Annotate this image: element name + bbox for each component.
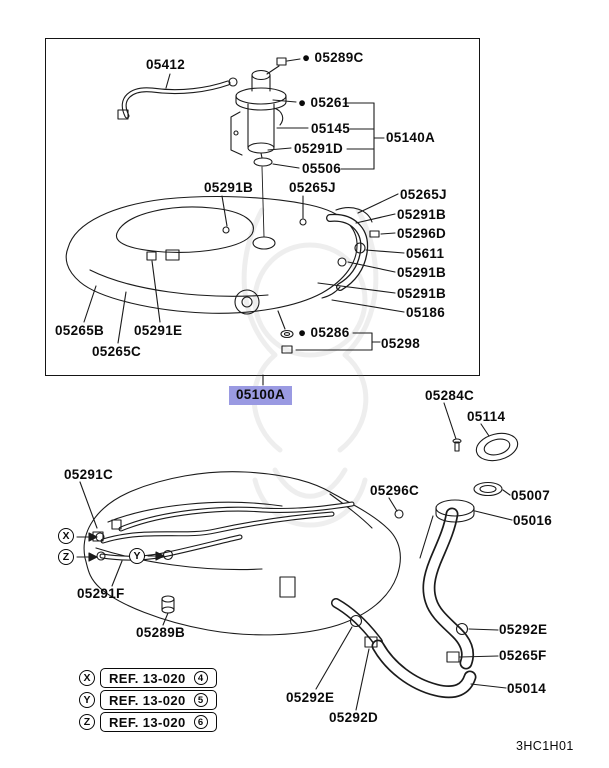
part-label-05284C[interactable]: 05284C — [425, 388, 475, 403]
marker-y-circle: Y — [129, 548, 145, 564]
part-label-05114[interactable]: 05114 — [467, 409, 506, 424]
legend-marker-y: Y — [79, 692, 95, 708]
watermark — [241, 207, 379, 528]
legend-marker-z: Z — [79, 714, 95, 730]
part-label-05265J-2[interactable]: 05265J — [400, 187, 447, 202]
marker-z-circle: Z — [58, 549, 74, 565]
part-label-05296D[interactable]: 05296D — [397, 226, 447, 241]
part-label-05296C[interactable]: 05296C — [370, 483, 420, 498]
marker-x-circle: X — [58, 528, 74, 544]
part-label-05145[interactable]: 05145 — [311, 121, 351, 136]
bottom-diagram-art — [76, 402, 519, 711]
part-label-05291C[interactable]: 05291C — [64, 467, 114, 482]
legend-row-x: X REF. 13-020 4 — [79, 668, 217, 688]
part-label-05291B-4[interactable]: 05291B — [397, 286, 447, 301]
highlighted-part-label[interactable]: 05100A — [229, 386, 293, 405]
part-label-05412[interactable]: 05412 — [146, 57, 186, 72]
legend-marker-x: X — [79, 670, 95, 686]
legend-ref-x[interactable]: REF. 13-020 4 — [100, 668, 217, 688]
legend-ref-z[interactable]: REF. 13-020 6 — [100, 712, 217, 732]
part-label-05186[interactable]: 05186 — [406, 305, 446, 320]
legend-ref-num: 4 — [193, 671, 208, 685]
legend-ref-text: REF. 13-020 — [109, 714, 186, 730]
part-label-05291F[interactable]: 05291F — [77, 586, 125, 601]
part-label-05292E-2[interactable]: 05292E — [286, 690, 335, 705]
part-label-05506[interactable]: 05506 — [302, 161, 342, 176]
part-label-05265F[interactable]: 05265F — [499, 648, 547, 663]
legend-ref-text: REF. 13-020 — [109, 670, 186, 686]
legend-ref-num: 6 — [193, 715, 208, 729]
part-label-05292D[interactable]: 05292D — [329, 710, 379, 725]
part-label-05140A[interactable]: 05140A — [386, 130, 436, 145]
top-diagram-art — [65, 57, 405, 386]
part-label-05265C[interactable]: 05265C — [92, 344, 142, 359]
part-label-05014[interactable]: 05014 — [507, 681, 547, 696]
part-label-05292E-1[interactable]: 05292E — [499, 622, 548, 637]
part-label-05291B-2[interactable]: 05291B — [397, 207, 447, 222]
legend-row-z: Z REF. 13-020 6 — [79, 712, 217, 732]
part-label-05265B[interactable]: 05265B — [55, 323, 105, 338]
part-label-05289B[interactable]: 05289B — [136, 625, 186, 640]
legend-row-y: Y REF. 13-020 5 — [79, 690, 217, 710]
part-label-05016[interactable]: 05016 — [513, 513, 553, 528]
part-label-05007[interactable]: 05007 — [511, 488, 551, 503]
part-label-05611[interactable]: 05611 — [406, 246, 445, 261]
part-label-05265J-1[interactable]: 05265J — [289, 180, 336, 195]
drawing-code: 3HC1H01 — [516, 739, 574, 753]
legend-ref-text: REF. 13-020 — [109, 692, 186, 708]
part-label-05291E[interactable]: 05291E — [134, 323, 183, 338]
legend-ref-y[interactable]: REF. 13-020 5 — [100, 690, 217, 710]
part-label-05289C[interactable]: ● 05289C — [302, 50, 364, 65]
part-label-05298[interactable]: 05298 — [381, 336, 421, 351]
part-label-05261[interactable]: ● 05261 — [298, 95, 350, 110]
part-label-05291B-1[interactable]: 05291B — [204, 180, 254, 195]
legend-ref-num: 5 — [193, 693, 208, 707]
part-label-05286[interactable]: ● 05286 — [298, 325, 350, 340]
part-label-05291D[interactable]: 05291D — [294, 141, 344, 156]
part-label-05291B-3[interactable]: 05291B — [397, 265, 447, 280]
